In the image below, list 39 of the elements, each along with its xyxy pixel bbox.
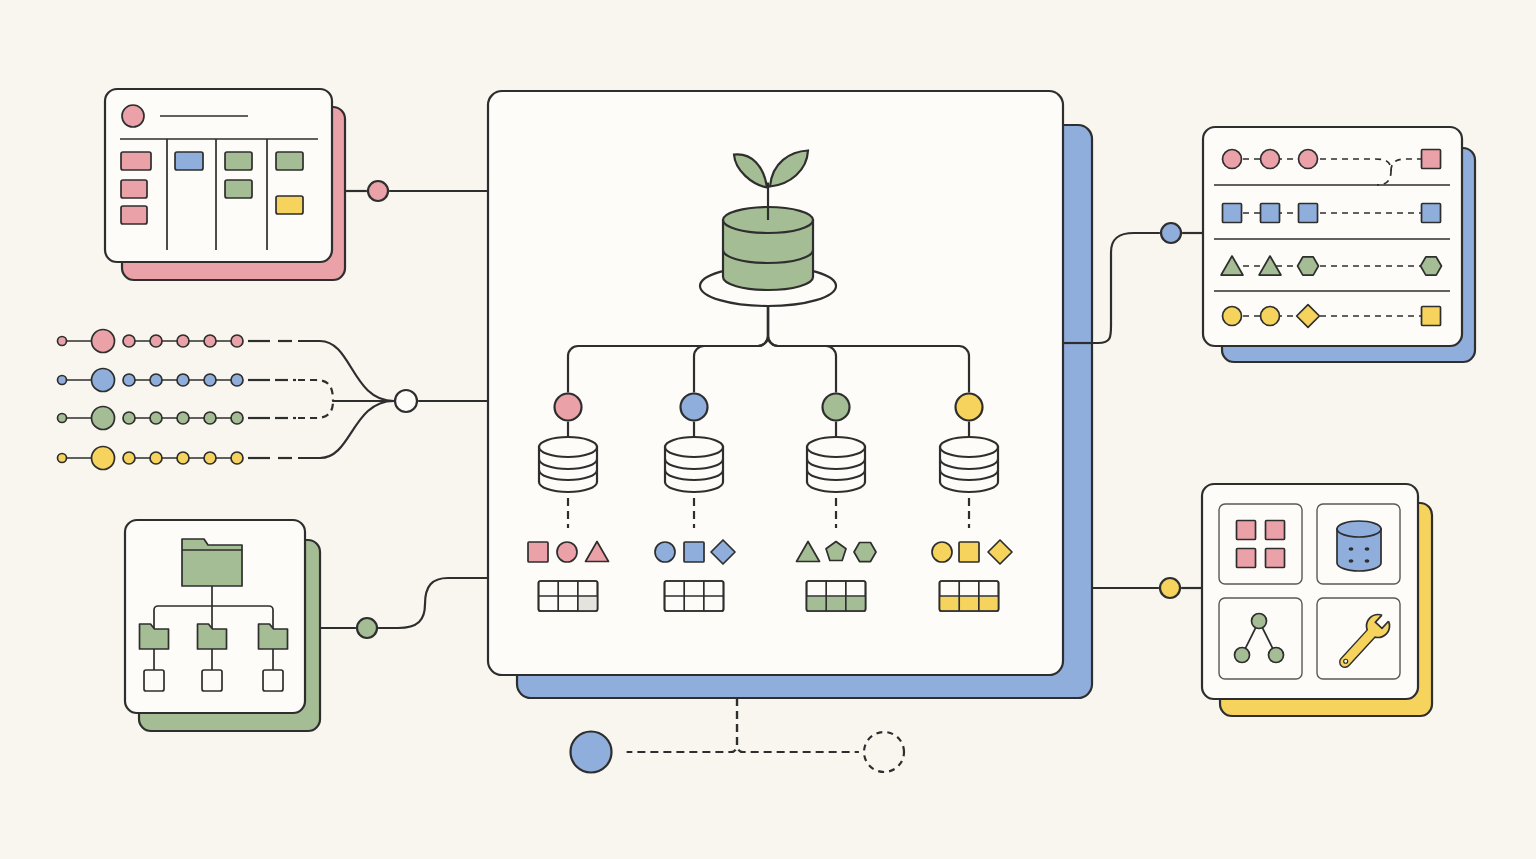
- connector-line: [320, 626, 356, 630]
- connector-line: [1181, 586, 1202, 590]
- connector-dot: [1159, 221, 1183, 245]
- bead-chain: [56, 328, 292, 354]
- circle-marker: [553, 392, 583, 422]
- dashed-connector: [967, 498, 971, 528]
- connector-line: [345, 189, 367, 193]
- bead-chain: [56, 445, 292, 471]
- circle-marker: [821, 392, 851, 422]
- connector-line: [967, 421, 971, 437]
- dashed-connector: [834, 498, 838, 528]
- dashed-connector: [692, 498, 696, 528]
- connector-line: [766, 306, 971, 393]
- connector-line: [1182, 231, 1203, 235]
- connector-line: [834, 421, 838, 437]
- database-cylinder: [537, 435, 599, 494]
- bead-chain: [56, 367, 296, 393]
- connector-line: [566, 421, 570, 437]
- connector-dot: [355, 616, 379, 640]
- connector-line: [418, 399, 488, 403]
- circle-marker: [954, 392, 984, 422]
- connector-line: [1092, 586, 1159, 590]
- connector-dot: [366, 179, 390, 203]
- connector-line: [389, 189, 488, 193]
- database-cylinder: [805, 435, 867, 494]
- bead-chain: [56, 405, 296, 431]
- dashed-connector: [735, 698, 859, 754]
- database-cylinder: [938, 435, 1000, 494]
- dashed-circle: [862, 730, 906, 774]
- connector-line: [298, 399, 395, 460]
- database-cylinder: [663, 435, 725, 494]
- connector-line: [692, 421, 696, 437]
- connector-dot: [1158, 576, 1182, 600]
- circle-marker: [679, 392, 709, 422]
- dashed-connector: [566, 498, 570, 528]
- circle-marker: [569, 730, 613, 774]
- sprout-database-icon: [698, 149, 838, 308]
- connector-line: [378, 576, 488, 630]
- connector-line: [1092, 231, 1160, 345]
